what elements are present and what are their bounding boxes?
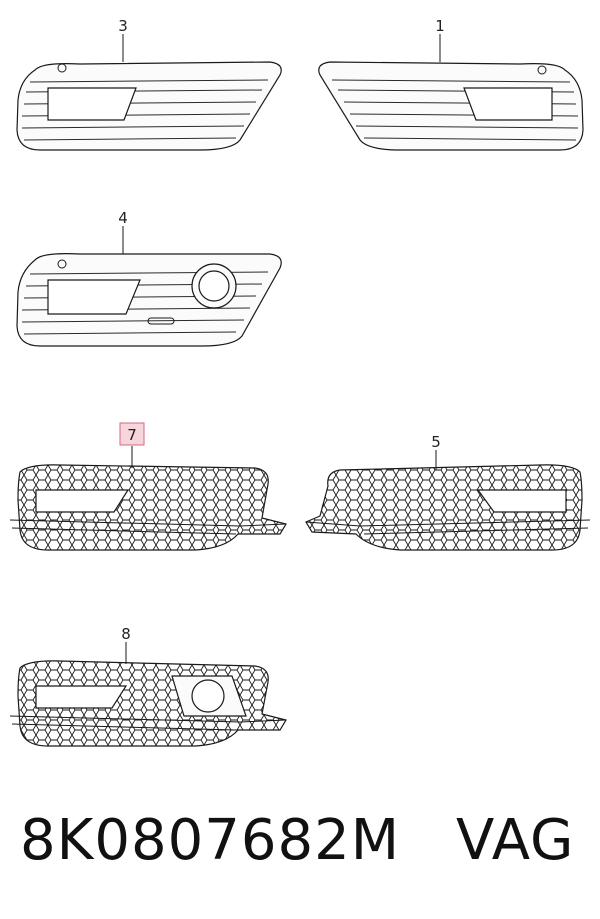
part-1-grille[interactable]	[318, 34, 584, 151]
callout-1[interactable]: 1	[435, 17, 445, 35]
parts-diagram: 3 1 4 7	[9, 17, 591, 747]
callout-3[interactable]: 3	[118, 17, 128, 35]
brand-label: VAG	[456, 808, 575, 873]
callout-7-highlight	[119, 422, 145, 446]
part-8-grille[interactable]	[9, 642, 287, 747]
part-number: 8K0807682M	[20, 808, 401, 873]
part-5-grille[interactable]	[305, 450, 591, 551]
part-7-grille[interactable]	[9, 446, 287, 551]
part-4-grille[interactable]	[16, 226, 282, 347]
callout-8[interactable]: 8	[121, 625, 131, 643]
callout-4[interactable]: 4	[118, 209, 128, 227]
callout-7[interactable]: 7	[127, 426, 137, 444]
part-3-grille[interactable]	[16, 34, 282, 151]
callout-5[interactable]: 5	[431, 433, 441, 451]
